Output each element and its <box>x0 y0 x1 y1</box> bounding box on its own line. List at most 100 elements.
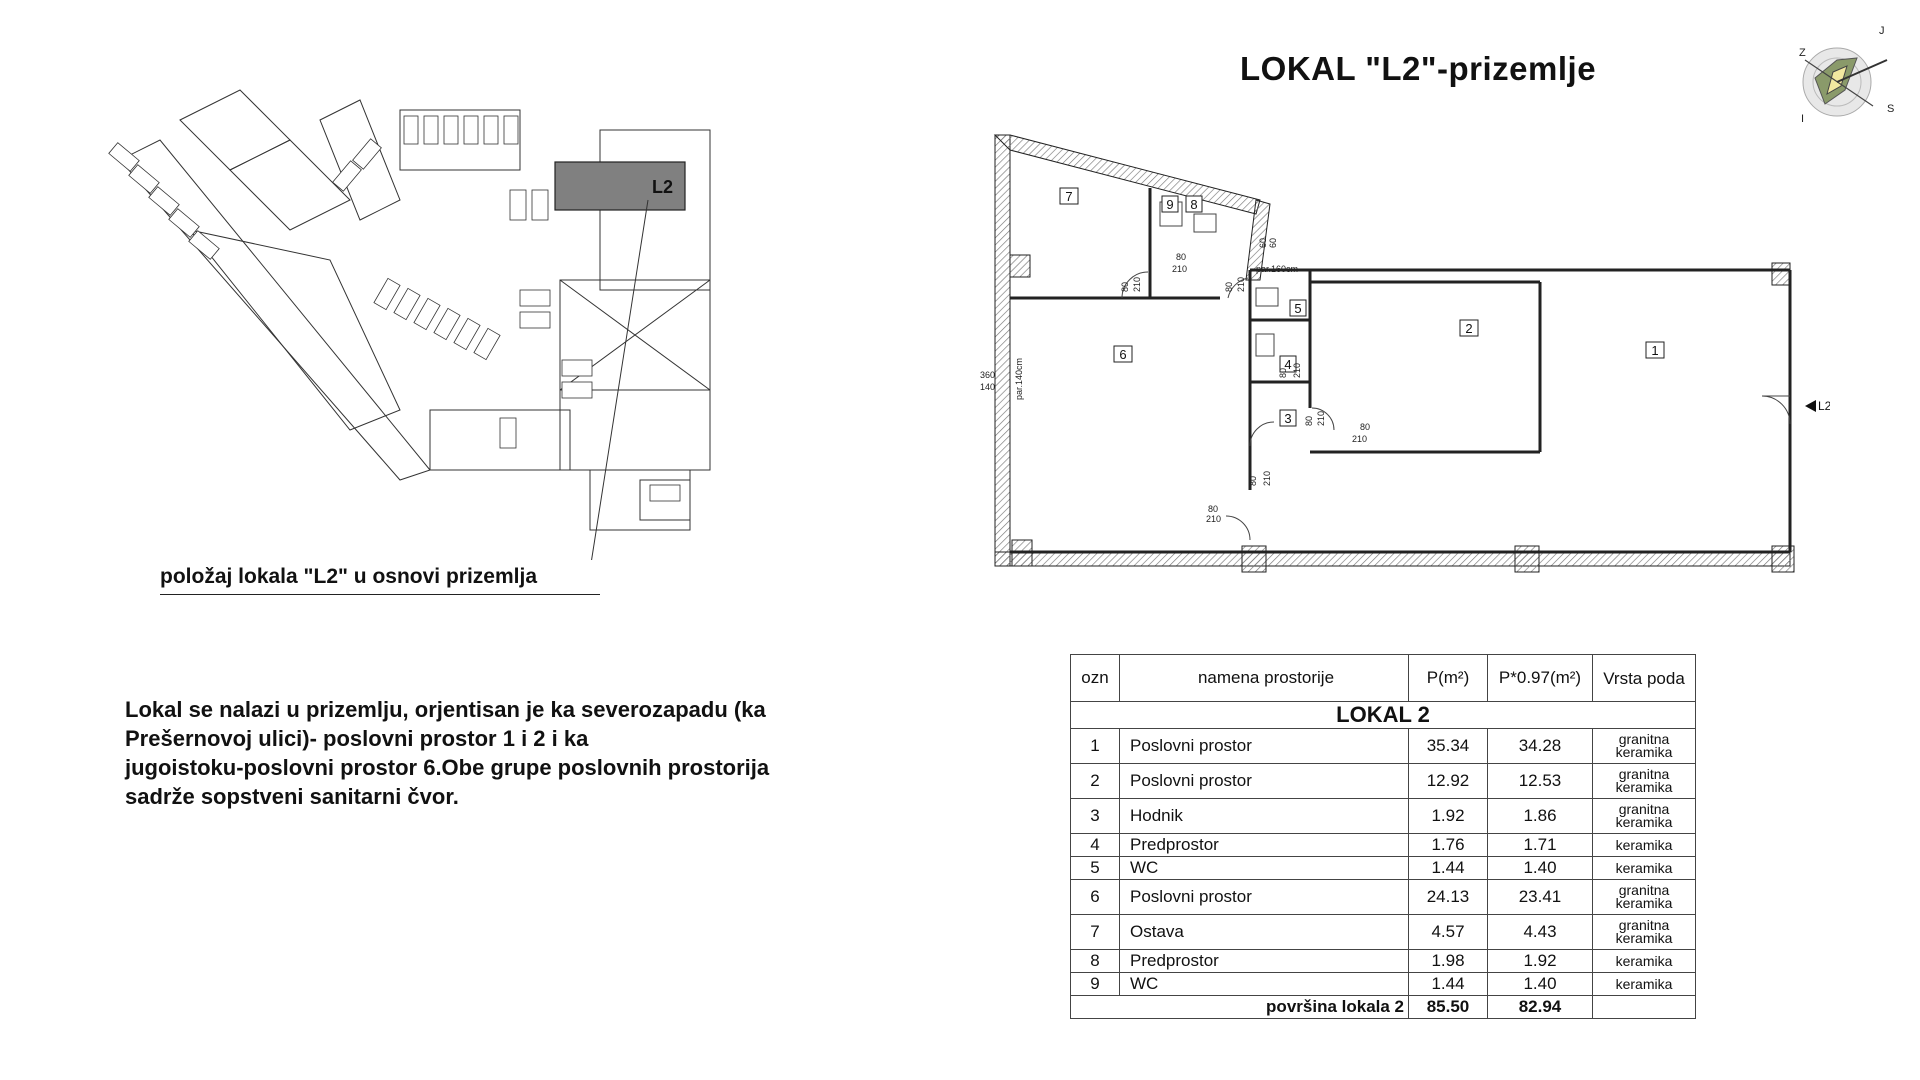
cell-floor: granitna keramika <box>1592 763 1696 799</box>
dimension-label: 80 <box>1278 368 1288 378</box>
column-header: ozn <box>1070 654 1120 702</box>
cell-area-reduced: 1.40 <box>1487 972 1593 996</box>
table-row: 3 Hodnik 1.92 1.86 granitna keramika <box>1070 798 1696 834</box>
cell-floor: granitna keramika <box>1592 798 1696 834</box>
total-area-reduced: 82.94 <box>1487 995 1593 1019</box>
cell-area: 1.44 <box>1408 856 1488 880</box>
caption-underline <box>160 594 600 595</box>
cell-area-reduced: 4.43 <box>1487 914 1593 950</box>
dimension-label: par.140cm <box>1014 358 1024 400</box>
table-row: 7 Ostava 4.57 4.43 granitna keramika <box>1070 914 1696 950</box>
room-number-6: 6 <box>1119 347 1126 362</box>
cell-name: Hodnik <box>1119 798 1409 834</box>
cell-name: WC <box>1119 856 1409 880</box>
cell-name: Poslovni prostor <box>1119 879 1409 915</box>
table-row: 2 Poslovni prostor 12.92 12.53 granitna … <box>1070 763 1696 799</box>
table-row: 8 Predprostor 1.98 1.92 keramika <box>1070 949 1696 973</box>
room-number-3: 3 <box>1284 411 1291 426</box>
floor-plan: 1 2 3 4 5 6 7 8 9 par.140cm par.160cm 36… <box>980 134 1830 573</box>
cell-area-reduced: 1.71 <box>1487 833 1593 857</box>
cell-ozn: 7 <box>1070 914 1120 950</box>
dimension-label: 210 <box>1132 277 1142 292</box>
column-header: namena prostorije <box>1119 654 1409 702</box>
dimension-label: 60 <box>1268 238 1278 248</box>
cell-area: 1.76 <box>1408 833 1488 857</box>
cell-floor: keramika <box>1592 949 1696 973</box>
cell-area: 1.98 <box>1408 949 1488 973</box>
table-row: 1 Poslovni prostor 35.34 34.28 granitna … <box>1070 728 1696 764</box>
entrance-label: L2 <box>1818 399 1830 413</box>
cell-area-reduced: 34.28 <box>1487 728 1593 764</box>
cell-area: 35.34 <box>1408 728 1488 764</box>
table-row: 9 WC 1.44 1.40 keramika <box>1070 972 1696 996</box>
cell-area: 1.44 <box>1408 972 1488 996</box>
dimension-label: 210 <box>1172 264 1187 274</box>
room-number-7: 7 <box>1065 189 1072 204</box>
cell-ozn: 1 <box>1070 728 1120 764</box>
cell-name: Predprostor <box>1119 949 1409 973</box>
cell-area-reduced: 23.41 <box>1487 879 1593 915</box>
cell-floor: keramika <box>1592 833 1696 857</box>
table-row: 5 WC 1.44 1.40 keramika <box>1070 856 1696 880</box>
cell-area-reduced: 1.86 <box>1487 798 1593 834</box>
dimension-label: 140 <box>980 382 995 392</box>
cell-area: 4.57 <box>1408 914 1488 950</box>
unit-l2-label: L2 <box>652 177 673 197</box>
cell-area: 24.13 <box>1408 879 1488 915</box>
total-area: 85.50 <box>1408 995 1488 1019</box>
cell-name: Poslovni prostor <box>1119 728 1409 764</box>
dimension-label: 80 <box>1304 416 1314 426</box>
cell-floor: granitna keramika <box>1592 914 1696 950</box>
room-number-4: 4 <box>1284 357 1291 372</box>
cell-area-reduced: 1.40 <box>1487 856 1593 880</box>
room-number-5: 5 <box>1294 301 1301 316</box>
cell-area: 1.92 <box>1408 798 1488 834</box>
room-number-2: 2 <box>1465 321 1472 336</box>
compass-icon: J Z I S <box>1799 25 1894 125</box>
cell-floor: granitna keramika <box>1592 879 1696 915</box>
description-line: sadrže sopstveni sanitarni čvor. <box>125 784 459 809</box>
compass-letter: S <box>1887 103 1894 115</box>
cell-ozn: 6 <box>1070 879 1120 915</box>
cell-ozn: 9 <box>1070 972 1120 996</box>
cell-floor: granitna keramika <box>1592 728 1696 764</box>
entrance-arrow <box>1805 400 1816 412</box>
site-plan: L2 <box>108 89 711 560</box>
column-header: P*0.97(m²) <box>1487 654 1593 702</box>
cell-name: Poslovni prostor <box>1119 763 1409 799</box>
room-number-1: 1 <box>1651 343 1658 358</box>
dimension-label: 210 <box>1352 434 1367 444</box>
compass-letter: Z <box>1799 47 1806 59</box>
cell-ozn: 8 <box>1070 949 1120 973</box>
room-area-table: ozn namena prostorije P(m²) P*0.97(m²) V… <box>1070 654 1696 1019</box>
site-plan-caption: položaj lokala "L2" u osnovi prizemlja <box>160 565 537 588</box>
table-row: 6 Poslovni prostor 24.13 23.41 granitna … <box>1070 879 1696 915</box>
description-line: Prešernovoj ulici)- poslovni prostor 1 i… <box>125 726 589 751</box>
dimension-label: 210 <box>1316 411 1326 426</box>
description-text: Lokal se nalazi u prizemlju, orjentisan … <box>125 695 885 811</box>
column-header: Vrsta poda <box>1592 654 1696 702</box>
cell-area: 12.92 <box>1408 763 1488 799</box>
table-section-title: LOKAL 2 <box>1070 701 1696 729</box>
dimension-label: 80 <box>1176 252 1186 262</box>
cell-floor: keramika <box>1592 972 1696 996</box>
cell-ozn: 2 <box>1070 763 1120 799</box>
table-total-row: površina lokala 2 85.50 82.94 <box>1070 995 1696 1019</box>
total-floor-empty <box>1592 995 1696 1019</box>
total-label: površina lokala 2 <box>1070 995 1409 1019</box>
dimension-label: 80 <box>1360 422 1370 432</box>
cell-name: Predprostor <box>1119 833 1409 857</box>
column-header: P(m²) <box>1408 654 1488 702</box>
dimension-label: 80 <box>1120 282 1130 292</box>
cell-ozn: 4 <box>1070 833 1120 857</box>
dimension-label: 210 <box>1262 471 1272 486</box>
cell-area-reduced: 1.92 <box>1487 949 1593 973</box>
table-row: 4 Predprostor 1.76 1.71 keramika <box>1070 833 1696 857</box>
room-number-8: 8 <box>1190 197 1197 212</box>
dimension-label: 60 <box>1258 238 1268 248</box>
page-title: LOKAL "L2"-prizemlje <box>1240 50 1597 87</box>
dimension-label: 210 <box>1292 363 1302 378</box>
dimension-label: 80 <box>1224 282 1234 292</box>
cell-ozn: 5 <box>1070 856 1120 880</box>
description-line: jugoistoku-poslovni prostor 6.Obe grupe … <box>125 755 770 780</box>
